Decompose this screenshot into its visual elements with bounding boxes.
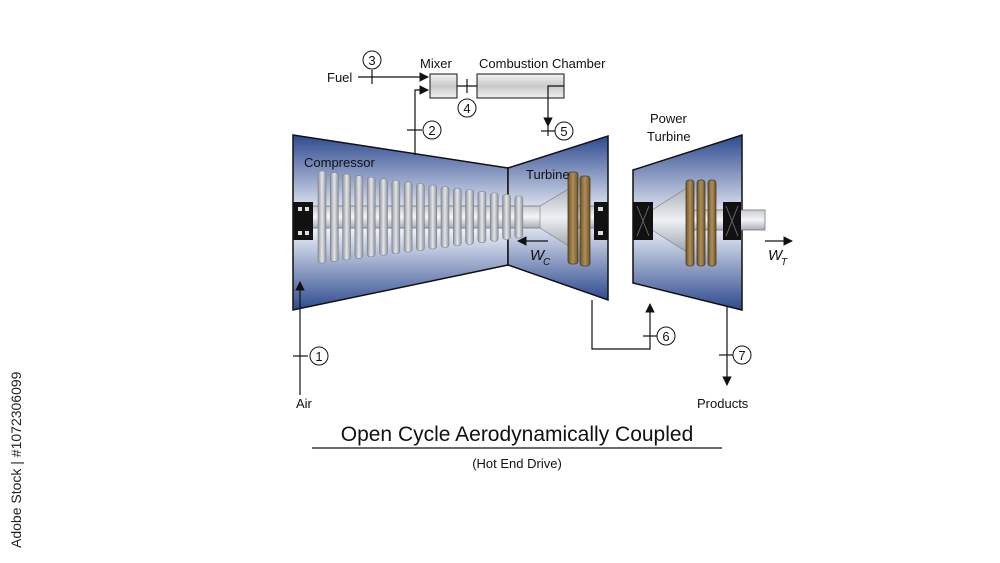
compressor-blade-row xyxy=(366,176,376,258)
bearing-power-turbine-outlet xyxy=(723,202,741,240)
label-wt: W T xyxy=(768,247,788,268)
diagram-title: Open Cycle Aerodynamically Coupled xyxy=(341,423,694,446)
compressor-blade-row xyxy=(514,195,524,239)
stock-watermark-text: Adobe Stock | #1072306099 xyxy=(8,371,24,548)
compressor-blade-row xyxy=(440,186,450,248)
compressor-blade-row xyxy=(329,172,339,262)
compressor-blade-row xyxy=(452,187,462,247)
station-1: 1 xyxy=(309,346,329,366)
compressor-blades xyxy=(317,170,524,264)
label-wc: W C xyxy=(530,247,551,268)
svg-text:3: 3 xyxy=(368,53,375,68)
station-5: 5 xyxy=(554,121,574,141)
label-compressor: Compressor xyxy=(304,155,375,170)
compressor-blade-row xyxy=(403,181,413,253)
compressor-blade-row xyxy=(391,180,401,254)
label-turbine: Turbine xyxy=(526,167,570,182)
label-products: Products xyxy=(697,396,749,411)
compressor-blade-row xyxy=(354,175,364,259)
label-power-turbine-line1: Power xyxy=(650,111,688,126)
svg-text:7: 7 xyxy=(738,348,745,363)
station-2: 2 xyxy=(422,120,442,140)
bearing-turbine xyxy=(594,202,608,240)
station-ticks xyxy=(293,70,734,357)
compressor-blade-row xyxy=(502,194,511,240)
svg-text:W: W xyxy=(530,247,546,264)
compressor-blade-row xyxy=(477,191,487,243)
compressor-blade-row xyxy=(428,184,438,250)
mixer-box xyxy=(429,73,458,99)
compressor-blade-row xyxy=(416,183,425,251)
svg-text:4: 4 xyxy=(463,101,470,116)
power-turbine-disks xyxy=(685,179,717,267)
station-4: 4 xyxy=(457,98,477,118)
diagram-subtitle: (Hot End Drive) xyxy=(472,456,562,471)
compressor-blade-row xyxy=(342,173,351,261)
bearing-power-turbine-inlet xyxy=(633,202,653,240)
compressor-blade-row xyxy=(489,192,499,242)
svg-text:6: 6 xyxy=(662,329,669,344)
station-7: 7 xyxy=(732,345,752,365)
compressor-blade-row xyxy=(465,189,474,245)
svg-text:T: T xyxy=(781,257,788,268)
svg-text:1: 1 xyxy=(315,349,322,364)
compressor-blade-row xyxy=(317,170,327,264)
svg-text:C: C xyxy=(543,257,551,268)
flow-lines xyxy=(295,72,793,395)
turbine-disks xyxy=(567,171,591,267)
svg-text:W: W xyxy=(768,247,784,264)
bearing-compressor xyxy=(293,202,313,240)
label-air: Air xyxy=(296,396,313,411)
station-6: 6 xyxy=(656,326,676,346)
label-power-turbine-line2: Turbine xyxy=(647,129,691,144)
station-3: 3 xyxy=(362,50,382,70)
svg-text:2: 2 xyxy=(428,123,435,138)
label-mixer: Mixer xyxy=(420,56,452,71)
label-combustion-chamber: Combustion Chamber xyxy=(479,56,606,71)
compressor-blade-row xyxy=(379,178,388,256)
label-fuel: Fuel xyxy=(327,70,352,85)
svg-text:5: 5 xyxy=(560,124,567,139)
